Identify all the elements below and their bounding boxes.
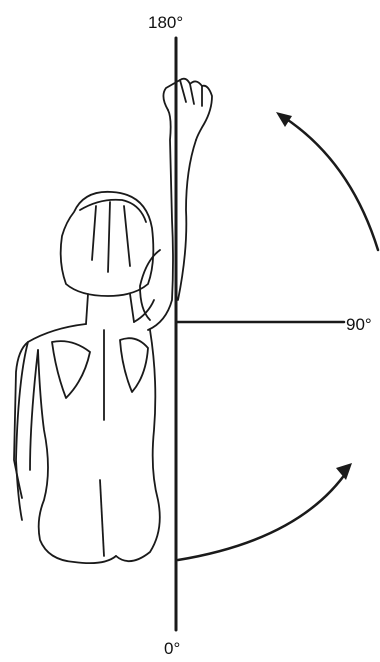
upper-arrowhead-icon — [276, 112, 292, 127]
lower-arrowhead-icon — [336, 463, 352, 480]
label-180-degrees: 180° — [148, 13, 183, 32]
lower-arc-arrow — [178, 463, 352, 560]
head — [61, 192, 154, 296]
raised-arm — [148, 110, 173, 330]
upper-arc-arrow — [276, 112, 378, 250]
label-90-degrees: 90° — [346, 315, 372, 334]
label-0-degrees: 0° — [164, 639, 180, 658]
